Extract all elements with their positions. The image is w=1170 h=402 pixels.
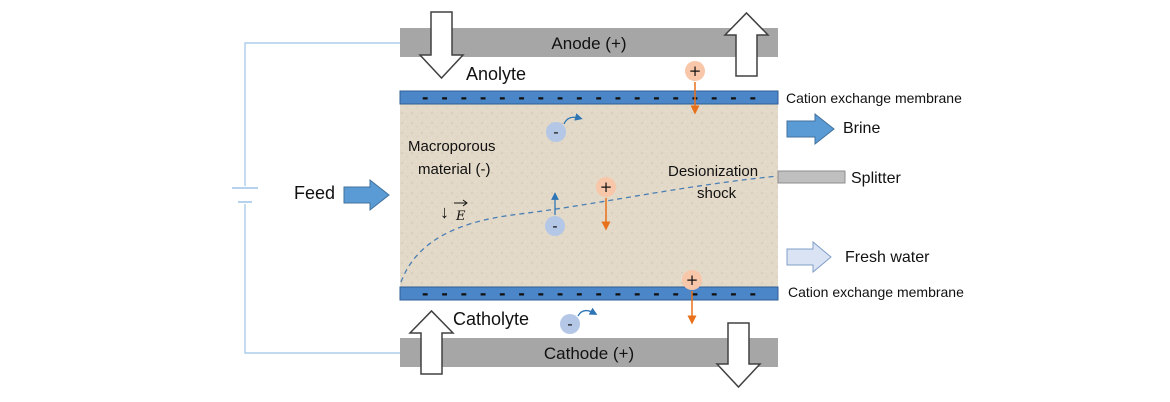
fresh-water-arrow-icon bbox=[786, 240, 832, 274]
material-label-line1: Macroporous bbox=[408, 138, 496, 155]
bottom-membrane-charges: - - - - - - - - - - - - - - - - - - bbox=[420, 284, 757, 303]
cation-cell: + bbox=[596, 177, 616, 231]
cathode-label: Cathode (+) bbox=[544, 344, 634, 363]
brine-arrow-icon bbox=[786, 112, 835, 146]
external-circuit bbox=[232, 42, 400, 354]
shock-label-line2: shock bbox=[697, 185, 737, 202]
bottom-membrane-label: Cation exchange membrane bbox=[788, 284, 964, 300]
cation-anolyte: + bbox=[685, 61, 705, 115]
catholyte-outlet-arrow bbox=[715, 322, 762, 389]
anion-sign: - bbox=[567, 315, 572, 333]
cation-catholyte: + bbox=[682, 270, 702, 325]
anion-upper: - bbox=[546, 113, 583, 142]
anolyte-outlet-arrow bbox=[723, 11, 770, 77]
deionization-shock-curve bbox=[400, 175, 779, 283]
catholyte-inlet-arrow bbox=[408, 309, 455, 375]
anion-sign: - bbox=[553, 123, 558, 141]
top-membrane-label: Cation exchange membrane bbox=[786, 90, 962, 106]
top-membrane-charges: - - - - - - - - - - - - - - - - - - bbox=[420, 88, 757, 107]
cation-sign: + bbox=[686, 271, 699, 289]
anion-catholyte: - bbox=[560, 307, 598, 334]
feed-arrow-icon bbox=[343, 178, 390, 212]
splitter-bar bbox=[777, 170, 846, 184]
anion-middle: - bbox=[545, 192, 565, 236]
field-down-arrow-icon: ↓ bbox=[440, 202, 449, 222]
cation-sign: + bbox=[689, 62, 702, 80]
catholyte-label: Catholyte bbox=[453, 309, 529, 329]
splitter-label: Splitter bbox=[851, 170, 901, 187]
anode-label: Anode (+) bbox=[551, 34, 626, 53]
field-symbol: E bbox=[455, 209, 466, 224]
macroporous-material bbox=[400, 104, 778, 287]
feed-label: Feed bbox=[294, 183, 335, 203]
anolyte-inlet-arrow bbox=[418, 11, 465, 80]
cation-sign: + bbox=[600, 178, 613, 196]
fresh-water-label: Fresh water bbox=[845, 249, 930, 266]
cathode-bar bbox=[400, 338, 778, 367]
brine-label: Brine bbox=[843, 120, 880, 137]
material-label-line2: material (-) bbox=[418, 161, 491, 178]
anolyte-label: Anolyte bbox=[466, 64, 526, 84]
shock-label-line1: Desionization bbox=[668, 163, 758, 180]
top-membrane bbox=[399, 90, 779, 105]
electric-field-symbol: ↓ E bbox=[440, 199, 468, 224]
bottom-membrane bbox=[399, 286, 779, 301]
anion-sign: - bbox=[552, 217, 557, 235]
anode-bar bbox=[400, 28, 778, 57]
